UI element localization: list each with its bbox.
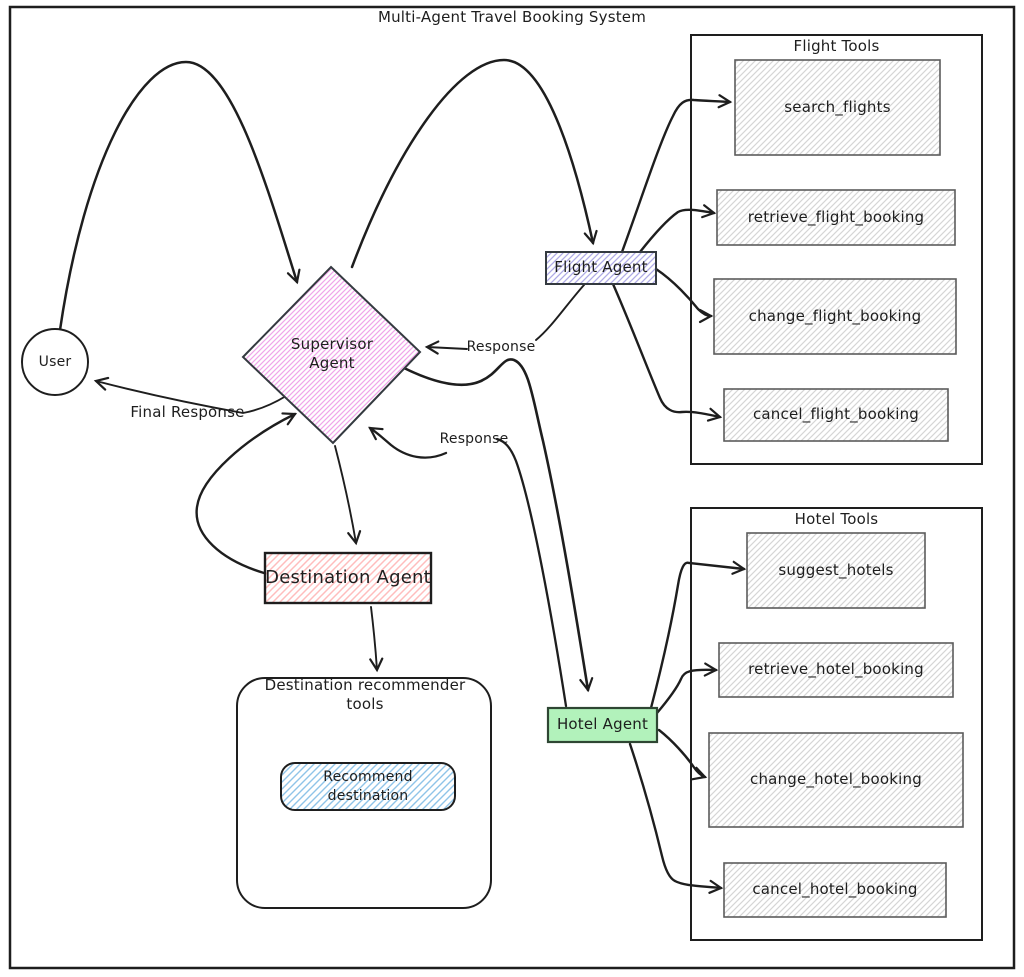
tool-box-suggest-hotels <box>746 532 926 609</box>
edge-flight-agent-to-retrieve-flight-booking <box>638 204 717 254</box>
tool-box-retrieve-flight-booking <box>716 189 956 246</box>
edge-hotel-agent-to-change-hotel-booking <box>657 728 708 781</box>
tool-box-change-hotel-booking <box>708 732 964 828</box>
tool-box-cancel-hotel-booking <box>723 862 947 918</box>
user-node <box>21 328 89 396</box>
edge-supervisor-to-hotel-agent <box>400 358 594 693</box>
destination-agent-node <box>263 551 433 605</box>
supervisor-agent-node <box>241 265 422 445</box>
tool-box-cancel-flight-booking <box>723 388 949 442</box>
edge-supervisor-to-user-final-response <box>93 376 287 414</box>
outer-frame <box>8 5 1016 970</box>
edge-supervisor-to-flight-agent <box>350 58 598 269</box>
edge-hotel-agent-to-supervisor-response <box>370 428 568 708</box>
edge-user-to-supervisor <box>58 60 301 332</box>
edge-flight-agent-to-change-flight-booking <box>654 267 714 324</box>
edge-hotel-agent-to-retrieve-hotel-booking <box>655 662 719 715</box>
edge-hotel-agent-to-suggest-hotels <box>649 560 747 710</box>
hotel-agent-node <box>546 706 659 744</box>
edge-flight-agent-to-cancel-flight-booking <box>611 282 723 422</box>
tool-box-search-flights <box>734 59 941 156</box>
edge-hotel-agent-to-cancel-hotel-booking <box>628 742 724 894</box>
tool-box-retrieve-hotel-booking <box>718 642 954 698</box>
edge-flight-agent-to-search-flights <box>620 94 733 254</box>
edge-flight-agent-to-supervisor-response <box>427 284 585 349</box>
edge-supervisor-to-destination-agent <box>334 445 362 546</box>
tool-box-recommend-destination <box>280 762 456 811</box>
tool-box-change-flight-booking <box>713 278 957 355</box>
edge-destination-agent-to-supervisor <box>195 412 298 575</box>
edge-destination-agent-to-tools <box>369 606 384 673</box>
flight-agent-node <box>545 251 657 285</box>
